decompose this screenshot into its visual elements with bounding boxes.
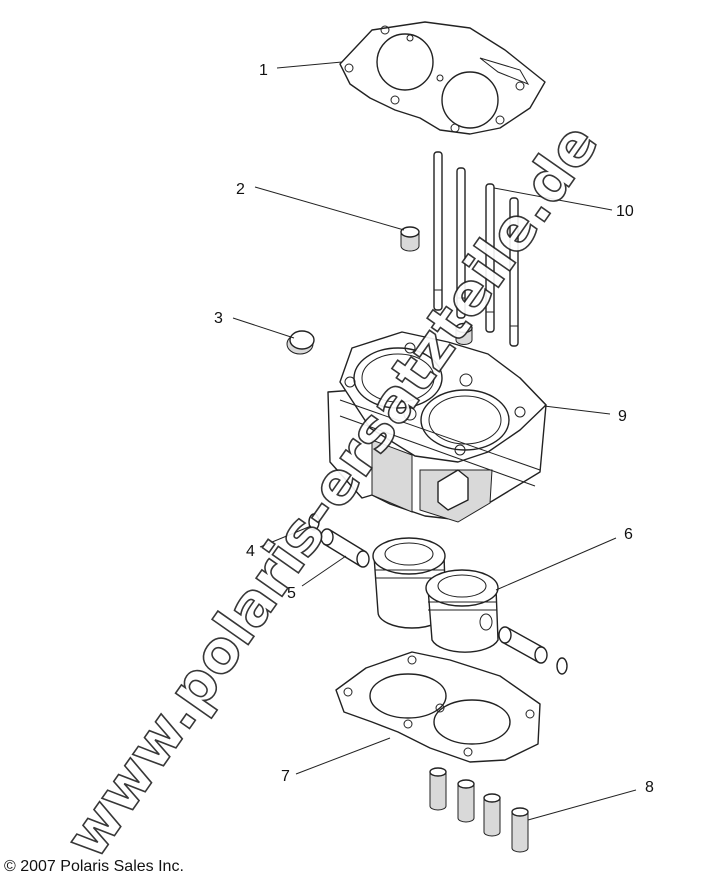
plug-part (286, 330, 315, 355)
callout-7: 7 (281, 768, 290, 785)
callout-3: 3 (214, 310, 223, 327)
circlip-part (308, 513, 568, 675)
callout-10: 10 (616, 203, 634, 220)
callout-8: 8 (645, 779, 654, 796)
head-gasket-part (339, 21, 546, 135)
callout-labels: 1 2 3 4 5 6 7 8 9 10 (214, 62, 654, 796)
callout-5: 5 (287, 585, 296, 602)
dowel-part (400, 226, 473, 345)
locating-dowel-part (429, 767, 529, 853)
stud-part (433, 151, 519, 347)
copyright-notice: © 2007 Polaris Sales Inc. (4, 858, 184, 875)
callout-2: 2 (236, 181, 245, 198)
base-gasket-part (335, 651, 541, 763)
callout-4: 4 (246, 543, 255, 560)
callout-6: 6 (624, 526, 633, 543)
leader-lines (232, 61, 637, 821)
callout-1: 1 (259, 62, 268, 79)
cylinder-block-part (327, 331, 547, 523)
piston-part (372, 537, 499, 653)
callout-9: 9 (618, 408, 627, 425)
piston-pin-part (320, 528, 548, 664)
watermark-text: www.polaris-ersatzteile.de (52, 111, 612, 870)
